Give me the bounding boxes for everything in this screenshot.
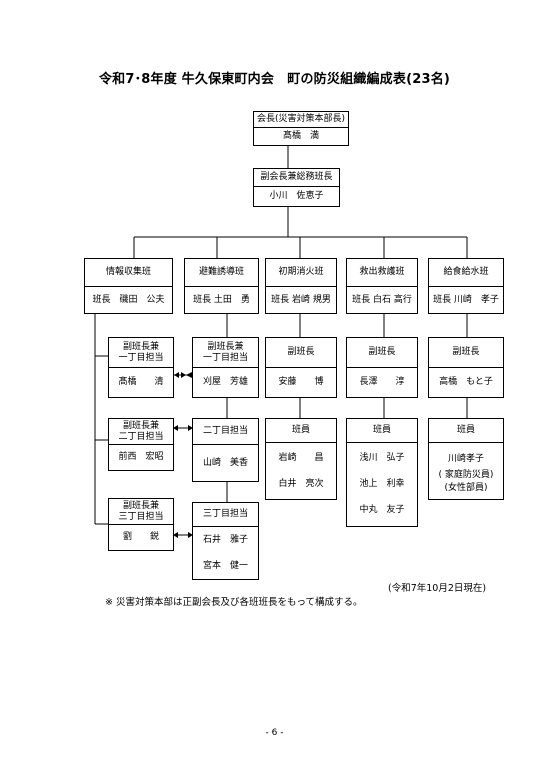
president-role: 会長(災害対策本部長) bbox=[254, 112, 348, 128]
member-name: 宮本 健一 bbox=[202, 560, 248, 571]
team-name: 避難誘導班 bbox=[185, 259, 258, 287]
president-name: 髙橋 満 bbox=[282, 131, 319, 141]
sub-role: 副班長 bbox=[266, 338, 336, 368]
team-leader: 班長 土田 勇 bbox=[193, 294, 250, 305]
sub-role: 副班長兼 一丁目担当 bbox=[193, 338, 258, 368]
sub-role: 副班長兼 一丁目担当 bbox=[109, 338, 173, 368]
member-name: 岩崎 昌 bbox=[278, 452, 324, 463]
member-name: 川崎孝子 bbox=[447, 453, 484, 464]
sub-name: 高橋 もと子 bbox=[439, 377, 493, 387]
team-leader: 班長 磯田 公夫 bbox=[92, 294, 165, 305]
fire-members-box: 班員 岩崎 昌 白井 亮次 bbox=[265, 418, 337, 500]
food-members-box: 班員 川崎孝子 ( 家庭防災員) (女性部員) bbox=[428, 418, 504, 500]
team-box-info: 情報収集班 班長 磯田 公夫 bbox=[84, 258, 173, 314]
footnote: ※ 災害対策本部は正副会長及び各班班長をもって構成する。 bbox=[105, 597, 363, 608]
member-note: (女性部員) bbox=[444, 483, 488, 493]
rescue-vice-box: 副班長 長澤 淳 bbox=[346, 337, 418, 398]
team-name: 給食給水班 bbox=[429, 259, 503, 287]
member-name: 浅川 弘子 bbox=[359, 452, 405, 463]
rescue-members-box: 班員 浅川 弘子 池上 利幸 中丸 友子 bbox=[346, 418, 418, 527]
sub-name: 刈屋 芳雄 bbox=[202, 377, 248, 387]
sub-name: 劉 鋭 bbox=[122, 532, 159, 542]
evac-sub-box-3: 三丁目担当 石井 雅子 宮本 健一 bbox=[192, 502, 259, 580]
member-name: 石井 雅子 bbox=[202, 534, 248, 545]
food-vice-box: 副班長 高橋 もと子 bbox=[428, 337, 504, 398]
member-name: 白井 亮次 bbox=[278, 478, 324, 489]
info-sub-box-3: 副班長兼 三丁目担当 劉 鋭 bbox=[108, 498, 174, 551]
vice-president-box: 副会長兼総務班長 小川 佐恵子 bbox=[253, 168, 340, 207]
evac-sub-box-1: 副班長兼 一丁目担当 刈屋 芳雄 bbox=[192, 337, 259, 398]
team-box-food: 給食給水班 班長 川崎 孝子 bbox=[428, 258, 504, 314]
sub-role: 副班長兼 三丁目担当 bbox=[109, 499, 173, 525]
sub-role: 副班長 bbox=[429, 338, 503, 368]
team-leader: 班長 川崎 孝子 bbox=[433, 294, 499, 305]
sub-role: 班員 bbox=[266, 419, 336, 443]
sub-name: 山崎 美香 bbox=[202, 457, 248, 468]
page-title: 令和7･8年度 牛久保東町内会 町の防災組織編成表(23名) bbox=[98, 72, 451, 87]
sub-role: 班員 bbox=[347, 419, 417, 443]
team-name: 初期消火班 bbox=[266, 259, 336, 287]
sub-role: 二丁目担当 bbox=[193, 419, 258, 445]
sub-role: 副班長兼 二丁目担当 bbox=[109, 419, 173, 445]
sub-role: 班員 bbox=[429, 419, 503, 443]
evac-sub-box-2: 二丁目担当 山崎 美香 bbox=[192, 418, 259, 482]
member-name: 池上 利幸 bbox=[359, 478, 405, 489]
info-sub-box-2: 副班長兼 二丁目担当 前西 宏昭 bbox=[108, 418, 174, 471]
team-box-rescue: 救出救護班 班長 白石 高行 bbox=[346, 258, 418, 314]
vice-president-role: 副会長兼総務班長 bbox=[254, 169, 339, 187]
sub-name: 安藤 博 bbox=[278, 377, 324, 387]
sub-role: 副班長 bbox=[347, 338, 417, 368]
sub-role: 三丁目担当 bbox=[193, 503, 258, 527]
page-number: - 6 - bbox=[265, 728, 284, 738]
date-note: (令和7年10月2日現在) bbox=[388, 583, 487, 594]
team-leader: 班長 白石 高行 bbox=[352, 294, 412, 305]
fire-vice-box: 副班長 安藤 博 bbox=[265, 337, 337, 398]
vice-president-name: 小川 佐恵子 bbox=[269, 191, 324, 201]
member-name: 中丸 友子 bbox=[359, 504, 405, 515]
team-name: 救出救護班 bbox=[347, 259, 417, 287]
team-name: 情報収集班 bbox=[85, 259, 172, 287]
member-note: ( 家庭防災員) bbox=[438, 470, 494, 480]
team-box-evacuation: 避難誘導班 班長 土田 勇 bbox=[184, 258, 259, 314]
team-box-fire: 初期消火班 班長 岩崎 規男 bbox=[265, 258, 337, 314]
sub-name: 髙橋 清 bbox=[118, 377, 164, 387]
team-leader: 班長 岩崎 規男 bbox=[271, 294, 331, 305]
president-box: 会長(災害対策本部長) 髙橋 満 bbox=[253, 111, 349, 146]
sub-name: 長澤 淳 bbox=[359, 377, 405, 387]
sub-name: 前西 宏昭 bbox=[118, 452, 164, 462]
info-sub-box-1: 副班長兼 一丁目担当 髙橋 清 bbox=[108, 337, 174, 398]
